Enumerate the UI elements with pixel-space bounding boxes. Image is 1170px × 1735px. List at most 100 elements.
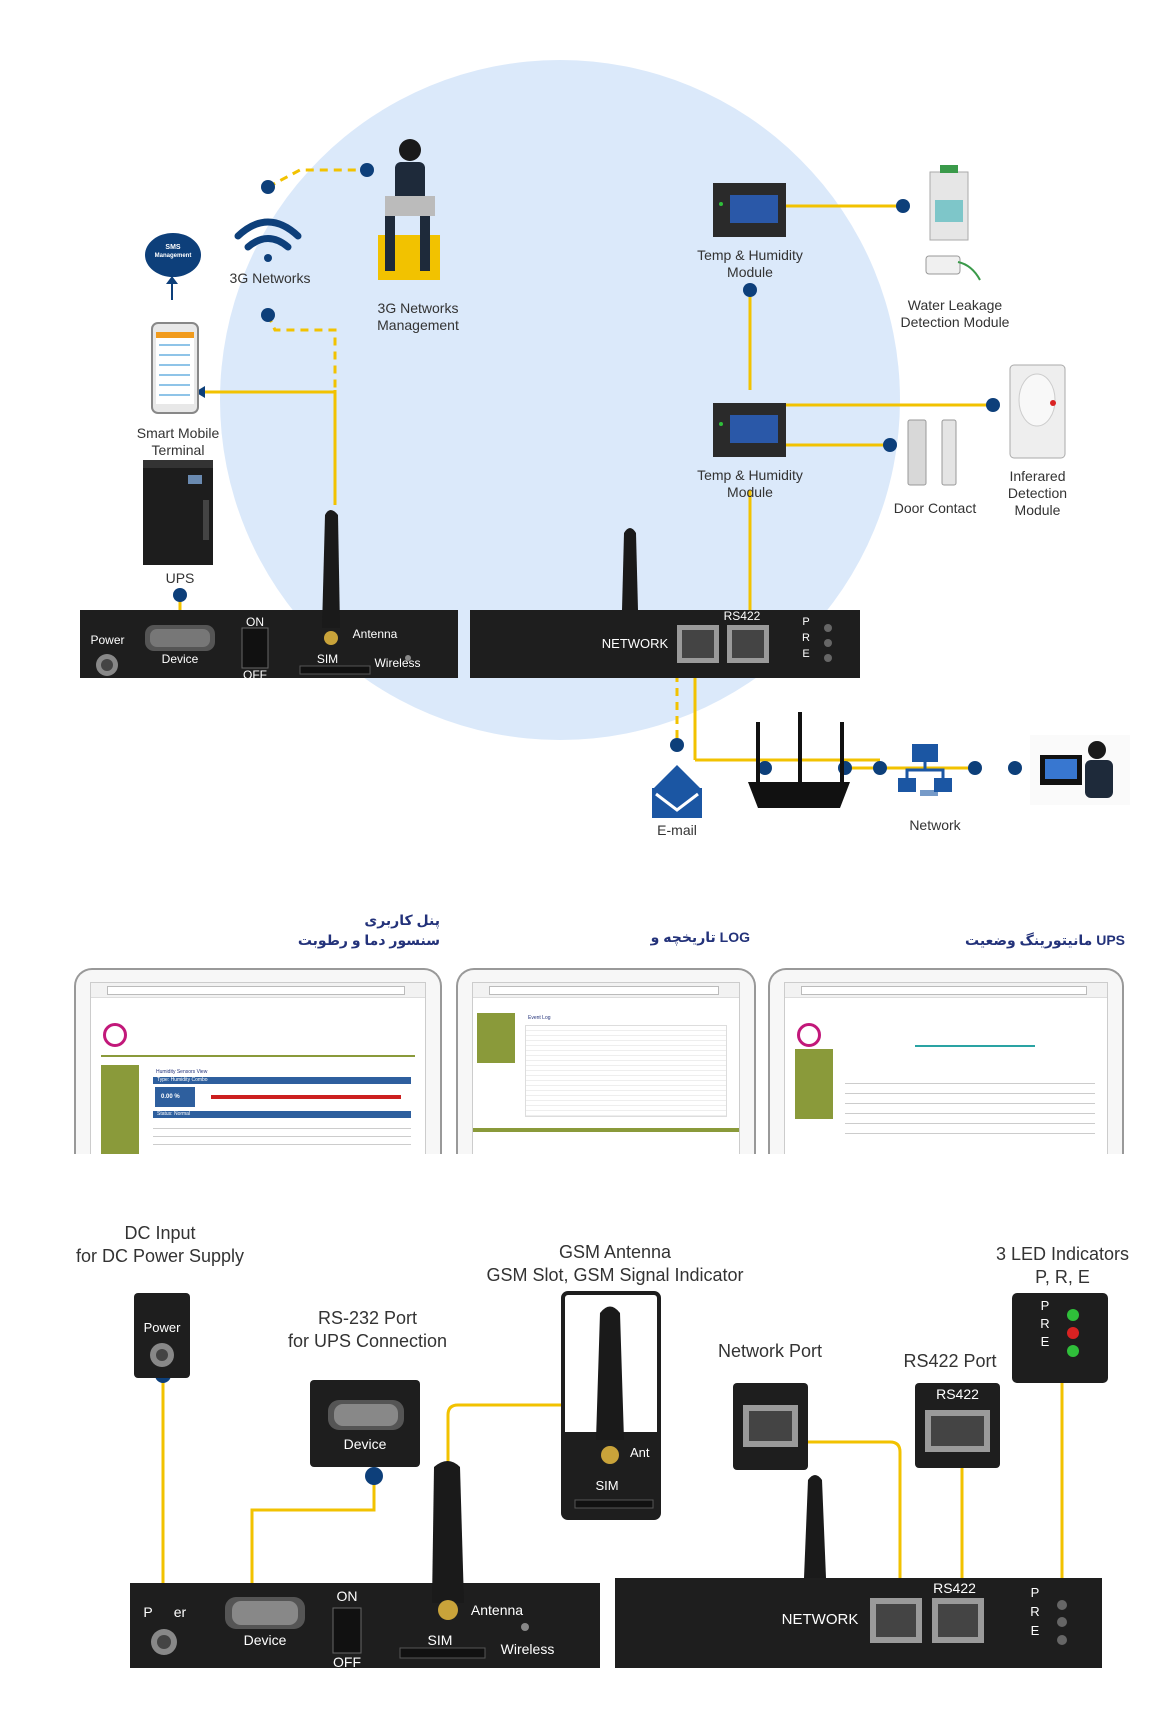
left-device-device: Device bbox=[161, 652, 199, 666]
caption-gsm-line2: GSM Slot, GSM Signal Indicator bbox=[486, 1265, 744, 1285]
sensor-view-title: Humidity Sensors View bbox=[156, 1069, 208, 1075]
bottom-left-antenna: Antenna bbox=[470, 1602, 524, 1618]
infrared-detector-icon bbox=[1009, 364, 1066, 459]
rs422-block-label: RS422 bbox=[936, 1386, 979, 1402]
right-device-network: NETWORK bbox=[601, 636, 669, 651]
sms-bubble-icon bbox=[145, 233, 201, 277]
status-text: Status: Normal bbox=[157, 1111, 191, 1117]
port-lines bbox=[161, 1348, 1064, 1622]
address-bar[interactable] bbox=[801, 986, 1087, 995]
caption-led-line2: P, R, E bbox=[1035, 1267, 1090, 1287]
bottom-left-off: OFF bbox=[333, 1654, 361, 1670]
gateway-device-bottom-right bbox=[615, 1475, 1102, 1668]
right-device-rs422: RS422 bbox=[723, 609, 761, 623]
bottom-right-network: NETWORK bbox=[781, 1611, 859, 1628]
router-icon bbox=[748, 712, 850, 808]
gateway-device-right bbox=[470, 528, 860, 678]
title-ups-monitoring: مانیتورینگ وضعیت UPS bbox=[965, 932, 1125, 948]
door-contact-icon bbox=[907, 419, 957, 486]
status-bar: Status: Normal bbox=[153, 1111, 411, 1118]
humidity-progress bbox=[211, 1095, 401, 1099]
screen-panel: Humidity Sensors View Type: Humidity Com… bbox=[90, 982, 426, 1154]
label-temp2-line1: Temp & Humidity bbox=[697, 467, 803, 483]
bottom-left-power-cut2: er bbox=[173, 1604, 187, 1620]
sidebar-menu bbox=[101, 1065, 139, 1154]
bottom-right-r: R bbox=[1030, 1604, 1040, 1619]
label-door-contact: Door Contact bbox=[893, 500, 977, 516]
left-device-on: ON bbox=[246, 615, 264, 629]
bottom-left-wireless: Wireless bbox=[500, 1641, 555, 1657]
right-device-r: R bbox=[802, 632, 810, 644]
gsm-antenna-block bbox=[561, 1291, 661, 1520]
label-email: E-mail bbox=[657, 822, 697, 838]
label-smart-line2: Terminal bbox=[151, 442, 205, 458]
label-sms-line1: SMS bbox=[165, 244, 181, 251]
log-heading: Event Log bbox=[528, 1015, 551, 1021]
title-panel-line2: سنسور دما و رطوبت bbox=[297, 932, 440, 948]
right-device-e: E bbox=[802, 648, 810, 660]
connection-lines bbox=[178, 204, 990, 770]
caption-rs232-line1: RS-232 Port bbox=[317, 1308, 418, 1328]
laptop-panel: Humidity Sensors View Type: Humidity Com… bbox=[74, 968, 442, 1154]
bottom-right-rs422: RS422 bbox=[933, 1580, 976, 1596]
caption-network-port: Network Port bbox=[717, 1341, 823, 1361]
gateway-device-bottom-left bbox=[130, 1461, 600, 1668]
business-person-icon bbox=[378, 139, 440, 280]
sensor-type-text: Type: Humidity Combo bbox=[157, 1077, 208, 1083]
logo-icon bbox=[797, 1023, 821, 1047]
led-block-p: P bbox=[1040, 1298, 1050, 1313]
gateway-device-left bbox=[80, 510, 458, 678]
ups-icon bbox=[143, 460, 213, 565]
power-block-label: Power bbox=[143, 1320, 181, 1335]
browser-bar bbox=[91, 983, 425, 998]
caption-led-line1: 3 LED Indicators bbox=[995, 1244, 1130, 1264]
laptop-ups bbox=[768, 968, 1124, 1154]
label-ir-line1: Inferared bbox=[1009, 468, 1066, 484]
ups-flow-diagram bbox=[915, 1045, 1035, 1071]
label-ir-line2: Detection bbox=[1007, 485, 1068, 501]
caption-rs232-line2: for UPS Connection bbox=[287, 1331, 448, 1351]
label-temp1-line2: Module bbox=[727, 264, 773, 280]
humidity-value-box: 0.00 % bbox=[155, 1087, 195, 1107]
label-ir-line3: Module bbox=[1014, 502, 1061, 518]
gsm-block-sim-label: SIM bbox=[595, 1478, 619, 1493]
network-topology-icon bbox=[898, 744, 952, 796]
person-at-computer-icon bbox=[1030, 735, 1130, 805]
bottom-right-e: E bbox=[1030, 1623, 1040, 1638]
label-smart-line1: Smart Mobile bbox=[136, 425, 220, 441]
title-panel-line1: پنل کاربری bbox=[364, 912, 440, 928]
rs232-port-block bbox=[310, 1380, 420, 1467]
caption-dc-line2: for DC Power Supply bbox=[75, 1246, 245, 1266]
power-port-block bbox=[134, 1293, 190, 1378]
bottom-left-power-cut: P bbox=[143, 1604, 153, 1620]
left-device-wireless: Wireless bbox=[374, 656, 421, 670]
right-device-p: P bbox=[802, 616, 810, 628]
address-bar[interactable] bbox=[107, 986, 405, 995]
bottom-left-sim: SIM bbox=[427, 1632, 453, 1648]
sidebar-menu bbox=[477, 1013, 515, 1063]
rs232-block-label: Device bbox=[343, 1436, 387, 1452]
label-water-line1: Water Leakage bbox=[907, 297, 1003, 313]
address-bar[interactable] bbox=[489, 986, 719, 995]
smartphone-icon bbox=[151, 322, 199, 414]
left-device-power: Power bbox=[90, 633, 125, 647]
screen-ups bbox=[784, 982, 1108, 1154]
screen-log: Event Log bbox=[472, 982, 740, 1154]
browser-bar bbox=[473, 983, 739, 998]
rs422-port-block bbox=[915, 1383, 1000, 1468]
label-temp2-line2: Module bbox=[727, 484, 773, 500]
caption-gsm-line1: GSM Antenna bbox=[558, 1242, 672, 1262]
browser-bar bbox=[785, 983, 1107, 998]
bottom-left-on: ON bbox=[336, 1588, 358, 1604]
sidebar-menu bbox=[795, 1049, 833, 1119]
temp-humidity-module-2 bbox=[713, 403, 786, 457]
caption-rs422-port: RS422 Port bbox=[903, 1351, 997, 1371]
label-ups: UPS bbox=[165, 570, 195, 586]
bottom-left-device: Device bbox=[243, 1632, 287, 1648]
label-mgmt-line2: Management bbox=[377, 317, 459, 333]
temp-humidity-module-1 bbox=[713, 183, 786, 237]
network-port-block bbox=[733, 1383, 808, 1470]
label-temp1-line1: Temp & Humidity bbox=[697, 247, 803, 263]
led-r-icon bbox=[1067, 1327, 1079, 1339]
